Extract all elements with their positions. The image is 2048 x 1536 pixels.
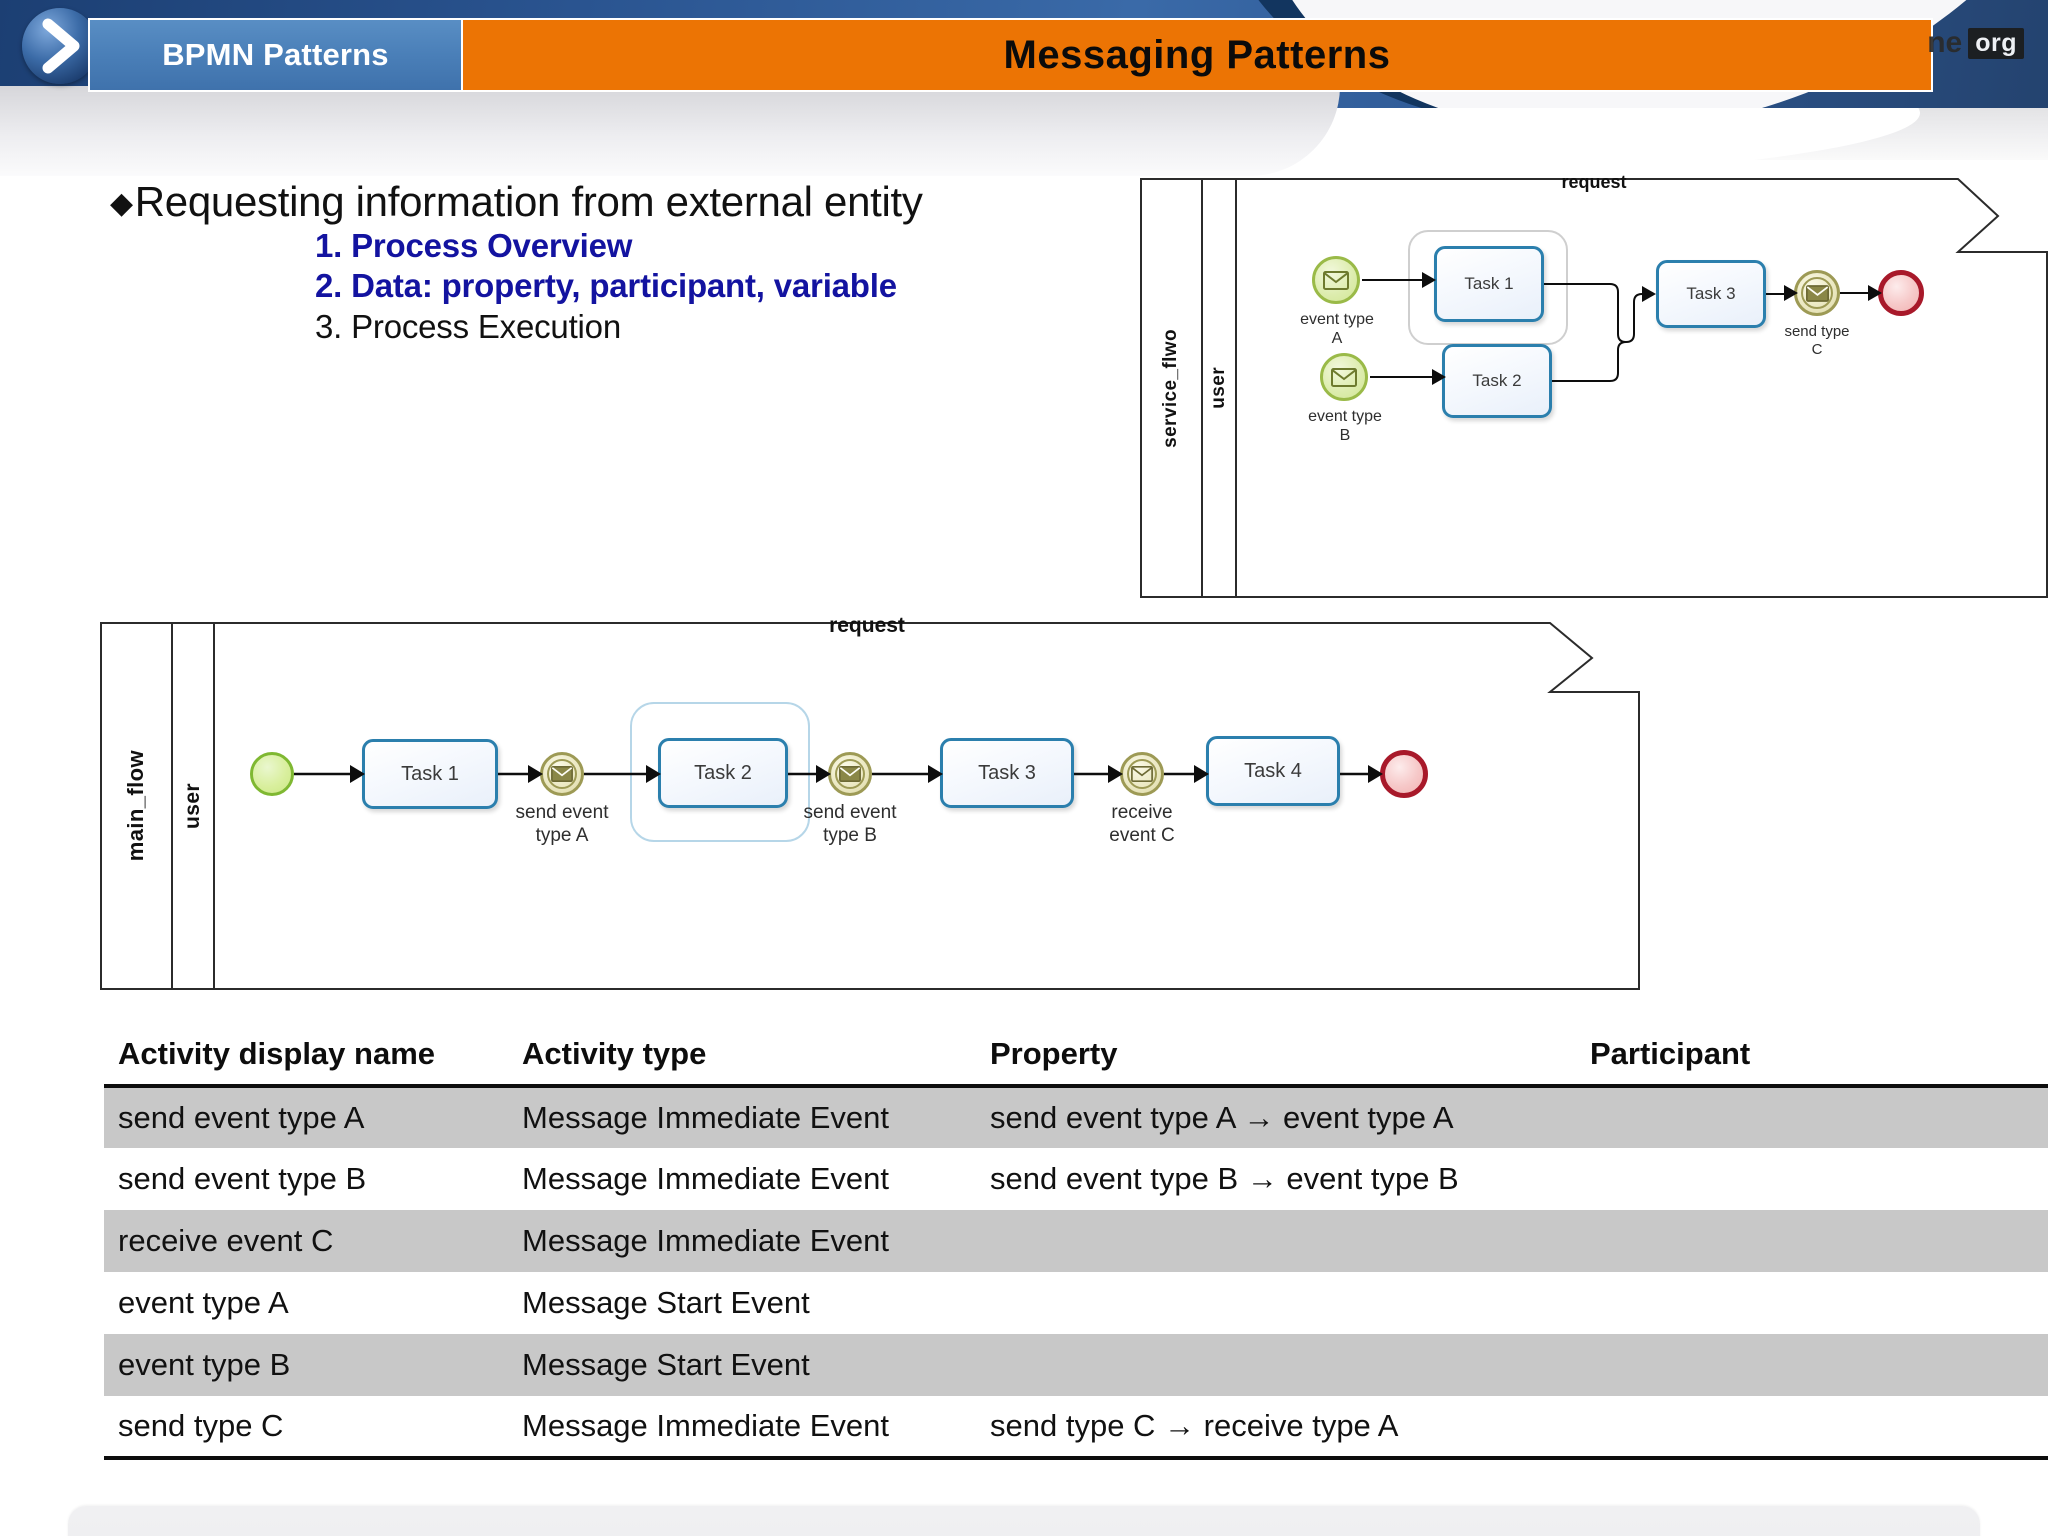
cell-type: Message Immediate Event [508,1086,976,1148]
cell-type: Message Immediate Event [508,1210,976,1272]
cell-participant [1576,1334,2048,1396]
task-3-top[interactable]: Task 3 [1656,260,1766,328]
message-start-event-type-b[interactable] [1320,353,1368,401]
table-row: event type A Message Start Event [104,1272,2048,1334]
task-1-top-label: Task 1 [1464,274,1514,293]
bullet-block: ◆Requesting information from external en… [110,178,923,347]
cell-property [976,1334,1576,1396]
envelope-icon [1315,259,1357,301]
activity-table: Activity display name Activity type Prop… [104,1032,2048,1460]
cell-participant [1576,1210,2048,1272]
cell-type: Message Start Event [508,1334,976,1396]
table-row: receive event C Message Immediate Event [104,1210,2048,1272]
task-3-bottom[interactable]: Task 3 [940,738,1074,808]
chevron-right-icon [42,18,80,74]
bpmn-pool-service-flow: service_flwo user request event type A [1140,172,2048,598]
tab-bpmn-patterns-label: BPMN Patterns [162,37,389,72]
cell-property [976,1272,1576,1334]
label-send-event-type-b: send event type B [803,802,897,846]
task-2-bottom-label: Task 2 [694,761,752,784]
bottom-panel [68,1506,1980,1536]
connectors-top [1362,272,1882,385]
task-2-top-label: Task 2 [1472,371,1522,390]
sub-item-3: 3. Process Execution [315,307,621,345]
table-row: send type C Message Immediate Event send… [104,1396,2048,1460]
col-activity-type: Activity type [508,1032,976,1088]
table-header-row: Activity display name Activity type Prop… [104,1032,2048,1088]
label-send-event-type-a: send event type A [515,802,609,846]
label-receive-event-c: receive event C [1109,802,1175,846]
col-activity-display-name: Activity display name [104,1032,508,1088]
page-title-band: Messaging Patterns [463,18,1933,92]
cell-property [976,1210,1576,1272]
brand-logo-text: ne [1927,26,1963,59]
cell-type: Message Start Event [522,1285,810,1320]
bpmn-pool-main-flow: main_flow user request Task 1 send event… [100,614,1640,990]
pool-title-request-bottom: request [829,614,905,637]
message-start-event-type-a[interactable] [1312,256,1360,304]
task-3-bottom-label: Task 3 [978,761,1036,784]
cell-property: send event type A → event type A [976,1086,1576,1148]
label-event-type-b: event type B [1308,408,1382,445]
cell-property: send event type B → event type B [990,1161,1459,1196]
cell-name: send type C [104,1396,508,1460]
task-1-bottom-label: Task 1 [401,762,459,785]
bullet-main-text: Requesting information from external ent… [134,178,923,225]
logo-globe [22,8,98,84]
tab-bpmn-patterns[interactable]: BPMN Patterns [88,18,463,92]
connectors-bottom [294,765,1383,783]
message-intermediate-event-receive-c[interactable] [1120,752,1164,796]
sub-item-1: 1. Process Overview [315,227,633,264]
cell-type: Message Immediate Event [522,1161,890,1196]
cell-name: send event type A [104,1086,508,1148]
task-4-bottom-label: Task 4 [1244,759,1302,782]
cell-name: event type B [104,1334,508,1396]
brand-logo: ne org [1927,26,2024,60]
cell-type: Message Immediate Event [508,1396,976,1460]
task-4-bottom[interactable]: Task 4 [1206,736,1340,806]
cell-name: send event type B [118,1161,367,1196]
pool-title-request-top: request [1561,172,1627,192]
task-1-top[interactable]: Task 1 [1434,246,1544,322]
cell-name: receive event C [104,1210,508,1272]
cell-name: event type A [118,1285,289,1320]
table-row: event type B Message Start Event [104,1334,2048,1396]
table-row: send event type B Message Immediate Even… [104,1148,2048,1210]
label-send-type-c: send type C [1784,323,1850,358]
sub-item-2: 2. Data: property, participant, variable [315,267,897,305]
pool-frame-top [1140,178,2048,598]
message-intermediate-event-send-a[interactable] [540,752,584,796]
table-row: send event type A Message Immediate Even… [104,1086,2048,1148]
start-event-bottom[interactable] [250,752,294,796]
cell-participant [1576,1396,2048,1460]
cell-property: send type C → receive type A [976,1396,1576,1460]
bullet-diamond-icon: ◆ [110,187,133,220]
task-3-top-label: Task 3 [1686,284,1736,303]
header-arc-shadow [0,86,1340,176]
task-2-bottom[interactable]: Task 2 [658,738,788,808]
envelope-icon [1323,356,1365,398]
bullet-main: ◆Requesting information from external en… [110,178,923,226]
task-2-top[interactable]: Task 2 [1442,344,1552,418]
cell-participant [1576,1272,2048,1334]
cell-participant [1576,1148,2048,1210]
brand-logo-badge: org [1968,27,2024,59]
pool-frame-bottom [100,622,1640,990]
page-title: Messaging Patterns [1003,32,1391,77]
col-property: Property [976,1032,1576,1088]
col-participant: Participant [1576,1032,2048,1088]
cell-participant [1576,1086,2048,1148]
label-event-type-a: event type A [1300,311,1374,348]
